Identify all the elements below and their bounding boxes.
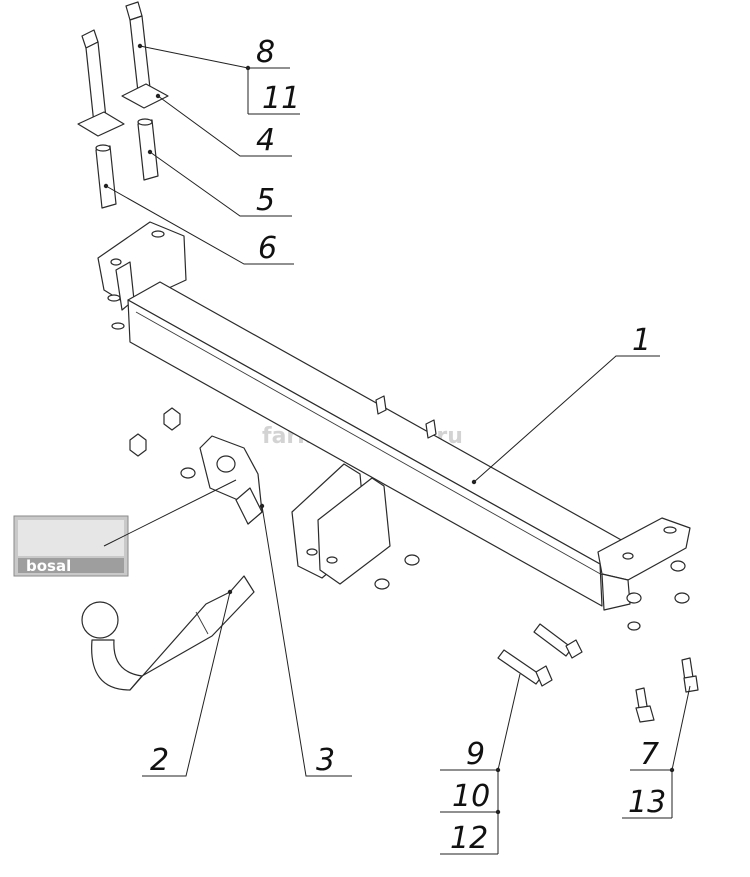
callout-9: 9 — [466, 737, 485, 772]
towbar-crossbar — [97, 221, 691, 611]
bolt-with-plate-left — [77, 29, 125, 137]
spacer-tube-6 — [95, 144, 117, 209]
callout-1: 1 — [632, 323, 651, 358]
callout-11: 11 — [262, 81, 300, 116]
leader-dots — [103, 43, 675, 815]
brand-plate-text: bosal — [26, 557, 71, 575]
towball-arm — [81, 575, 255, 691]
spacer-tube-5 — [137, 118, 159, 181]
data-plate: bosal — [13, 515, 129, 577]
washers-and-nuts — [129, 407, 690, 631]
socket-plate — [199, 435, 263, 525]
callout-4: 4 — [256, 123, 275, 158]
callout-13: 13 — [628, 785, 666, 820]
bolt-pair — [497, 623, 583, 687]
bolts-right — [635, 657, 699, 723]
callout-7: 7 — [640, 737, 659, 772]
leader-lines — [103, 45, 691, 855]
callout-12: 12 — [450, 821, 488, 856]
bolt-with-plate-right — [121, 1, 169, 109]
callout-2: 2 — [150, 743, 169, 778]
callout-3: 3 — [316, 743, 335, 778]
callout-6: 6 — [258, 231, 277, 266]
callout-5: 5 — [256, 183, 275, 218]
callout-8: 8 — [256, 35, 275, 70]
callout-10: 10 — [452, 779, 490, 814]
